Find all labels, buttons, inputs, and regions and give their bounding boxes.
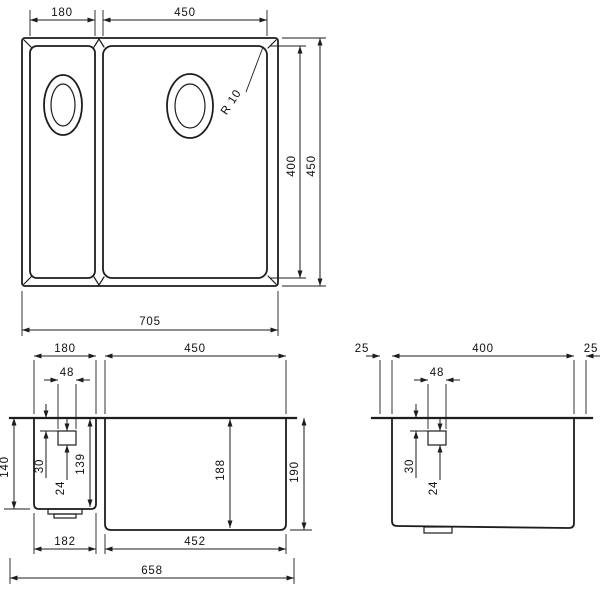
front-drain-fitting	[47, 508, 83, 519]
dim-front-bowl1-width: 180	[54, 343, 76, 355]
dim-plan-overall-depth: 450	[306, 155, 318, 177]
dim-side-back-rim: 25	[584, 343, 598, 355]
dim-plan-bowl1-width: 180	[51, 7, 73, 19]
dim-front-bowl2-inner-depth: 188	[215, 459, 227, 481]
side-section-view: 25 400 25 48 30 24	[355, 343, 600, 534]
dim-plan-corner-radius: R 10	[219, 88, 244, 118]
plan-bowl2-outline	[102, 45, 268, 279]
side-dimension-lines	[366, 353, 600, 480]
side-drain-fitting	[423, 526, 453, 534]
dim-side-overflow-width: 48	[430, 367, 444, 379]
front-overflow-box	[57, 430, 77, 446]
side-outline	[370, 416, 594, 534]
radius-leader-line	[245, 46, 264, 93]
plan-bowl1-drain	[43, 74, 83, 136]
front-outline	[8, 416, 298, 531]
dim-front-bowl1-depth: 140	[0, 456, 11, 478]
dim-side-overflow-height: 24	[428, 481, 440, 495]
dim-front-bowl1-base-width: 182	[54, 536, 76, 548]
dim-front-base-width: 658	[141, 565, 163, 577]
dim-front-overflow-top: 30	[34, 459, 46, 473]
dim-front-overflow-width: 48	[60, 367, 74, 379]
dim-front-overflow-height: 24	[55, 481, 67, 495]
front-section-view: 180 450 48 140 30 24 139 188 190 182 452…	[0, 343, 312, 584]
dim-plan-overall-width: 705	[139, 316, 161, 328]
dim-side-depth: 400	[472, 343, 494, 355]
dim-front-bowl2-depth: 190	[289, 461, 301, 483]
plan-view: 180 450 R 10 400 450 705	[21, 7, 326, 336]
plan-rim-outline	[21, 37, 279, 287]
plan-outline	[21, 37, 279, 287]
dim-side-overflow-top: 30	[404, 459, 416, 473]
plan-bowl2-drain	[166, 73, 214, 139]
plan-dimension-lines	[21, 10, 326, 336]
front-bowl2-section	[104, 417, 287, 531]
front-dimension-lines	[4, 353, 312, 584]
plan-bowl1-outline	[29, 45, 96, 279]
side-bowl-section	[391, 417, 575, 529]
dim-front-bowl1-inner-depth: 139	[75, 453, 87, 475]
dim-side-front-rim: 25	[355, 343, 369, 355]
dim-plan-bowl-depth: 400	[286, 155, 298, 177]
dim-front-bowl2-width: 450	[184, 343, 206, 355]
side-overflow-box	[427, 430, 447, 446]
dim-front-bowl2-base-width: 452	[184, 536, 206, 548]
dim-plan-bowl2-width: 450	[174, 7, 196, 19]
plan-corner-marks	[23, 38, 277, 286]
